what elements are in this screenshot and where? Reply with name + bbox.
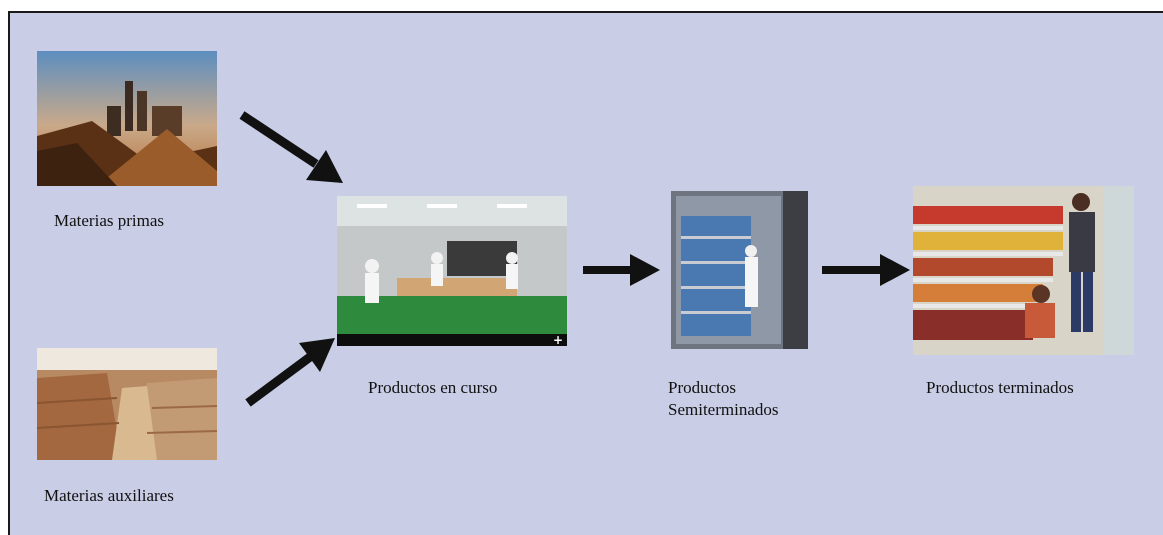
in-process-photo: +: [337, 196, 567, 346]
finished-products-label: Productos terminados: [926, 378, 1074, 397]
auxiliary-materials-label: Materias auxiliares: [44, 486, 174, 505]
arrow-semi-to-finished: [822, 254, 910, 286]
semi-finished-photo: [671, 191, 808, 349]
expand-icon[interactable]: +: [552, 333, 563, 346]
finished-products-photo: [913, 186, 1134, 355]
semi-finished-label-line2: Semiterminados: [668, 400, 779, 419]
auxiliary-materials-photo: [37, 348, 217, 460]
arrow-process-to-semi: [583, 254, 660, 286]
arrow-raw-to-process: [239, 111, 343, 183]
semi-finished-label-line1: Productos: [668, 378, 736, 397]
raw-materials-photo: [37, 51, 217, 186]
arrow-auxiliary-to-process: [245, 338, 335, 407]
in-process-label: Productos en curso: [368, 378, 498, 397]
raw-materials-label: Materias primas: [54, 211, 164, 230]
